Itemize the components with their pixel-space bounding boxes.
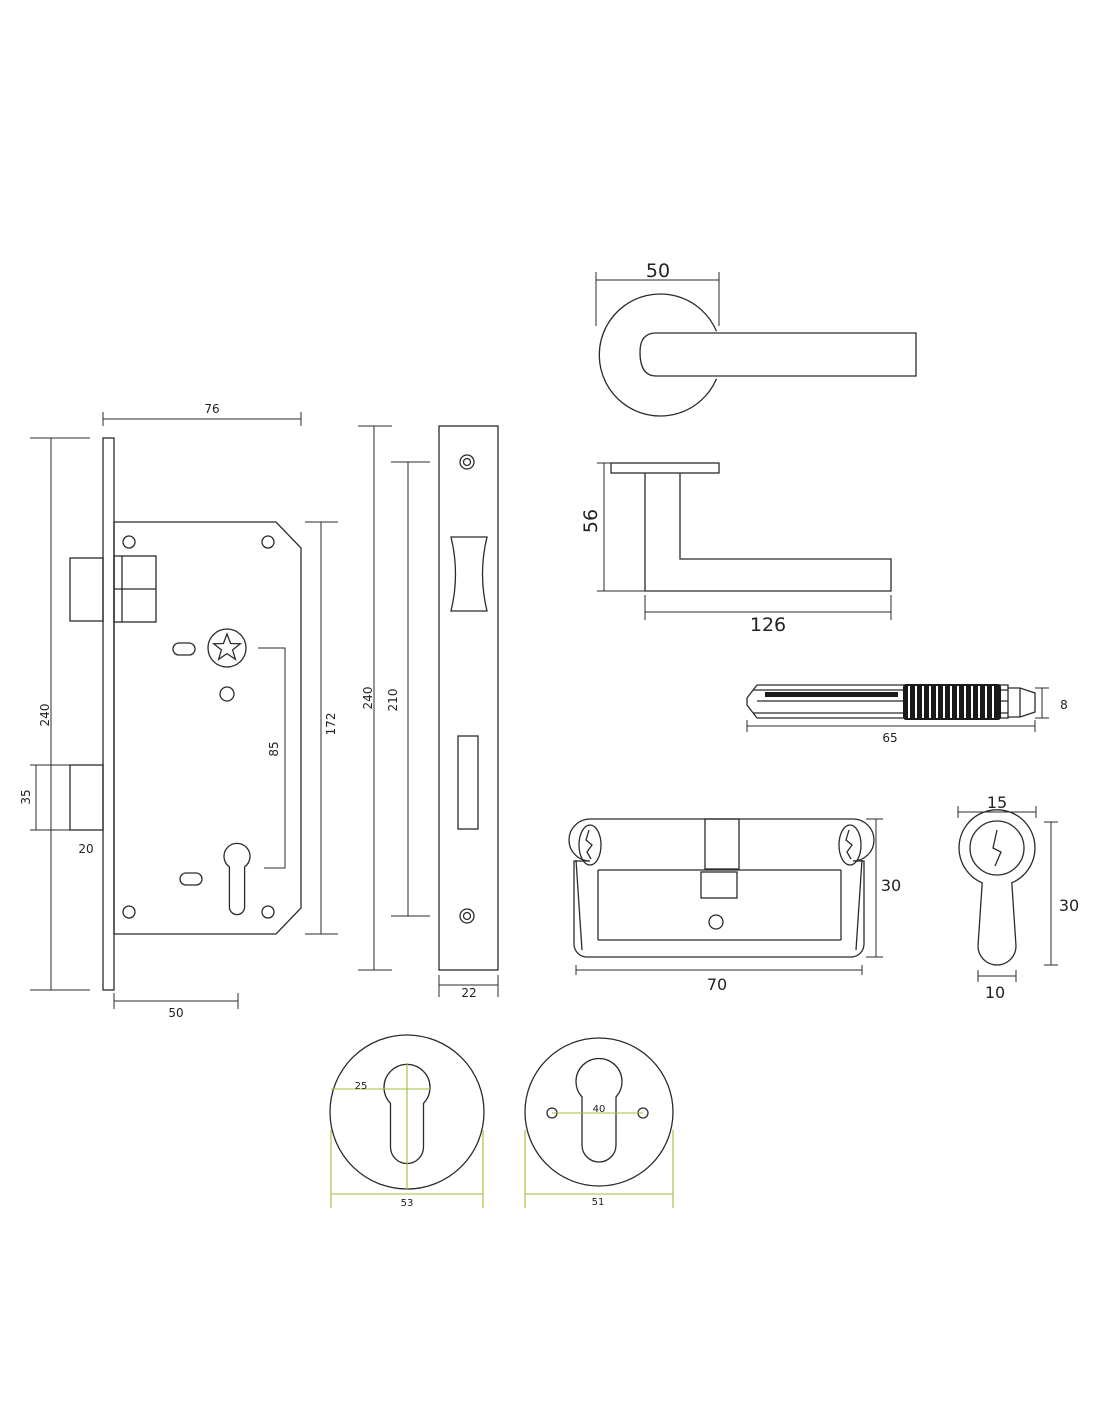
dim-label-15: 15 — [987, 793, 1007, 812]
lever-handle-side: 56 126 — [580, 462, 892, 636]
dim-label-30: 30 — [1059, 896, 1079, 915]
fixing-hole — [261, 535, 275, 549]
key-plug — [969, 820, 1025, 876]
mortise-lock-body — [69, 437, 302, 991]
small-hole — [219, 686, 235, 702]
key-icon — [992, 829, 1002, 867]
euro-cylinder: 70 30 — [568, 818, 901, 994]
dim-label-210: 210 — [386, 689, 400, 712]
dim-label-50: 50 — [168, 1006, 183, 1020]
escutcheon-a: 25 53 — [329, 1034, 485, 1209]
dim-label-10: 10 — [985, 983, 1005, 1002]
handle-lever — [639, 332, 917, 377]
latch-bolt — [69, 557, 104, 622]
faceplate-outline — [438, 425, 499, 971]
cam — [700, 871, 738, 899]
key-icon — [585, 829, 593, 860]
dim-label-30: 30 — [881, 876, 901, 895]
fixing-hole — [122, 905, 136, 919]
spindle-outline — [746, 684, 1009, 719]
slot-hole — [172, 642, 196, 656]
faceplate-dimensions: 240 210 22 — [358, 425, 499, 1000]
fixing-hole — [459, 454, 475, 470]
lever-handle-front: 50 — [595, 260, 917, 417]
keyhole-cutout — [575, 1057, 623, 1163]
cam-slot — [704, 818, 740, 870]
handle-rose — [598, 293, 718, 417]
cylinder-profile: 15 30 10 — [957, 793, 1079, 1002]
dim-label-56: 56 — [580, 509, 602, 533]
dim-label-25: 25 — [355, 1081, 368, 1092]
dim-label-85: 85 — [267, 741, 281, 756]
dim-label-76: 76 — [204, 402, 219, 416]
spindle-grip — [903, 684, 1001, 720]
dim-label-172: 172 — [324, 713, 338, 736]
latch-opening — [450, 536, 488, 612]
key-icon — [845, 829, 853, 860]
key-plug-left — [578, 824, 602, 866]
dim-label-240: 240 — [38, 704, 52, 727]
dead-bolt — [69, 764, 104, 831]
dim-label-22: 22 — [461, 986, 476, 1000]
fixing-screw-hole — [708, 914, 724, 930]
dim-label-70: 70 — [707, 975, 727, 994]
dim-label-53: 53 — [401, 1198, 414, 1209]
lock-forend — [102, 437, 115, 991]
fixing-hole — [261, 905, 275, 919]
spindle: 65 8 — [746, 684, 1068, 745]
follower-hub — [207, 628, 247, 668]
star-icon — [211, 632, 243, 661]
dim-label-51: 51 — [592, 1197, 605, 1208]
handle-rose-side — [610, 462, 720, 474]
fixing-hole — [122, 535, 136, 549]
fixing-hole — [459, 908, 475, 924]
escutcheon-b: 40 51 — [524, 1037, 674, 1208]
cylinder-body-outline — [568, 818, 875, 958]
handle-lever-side — [644, 473, 892, 592]
spindle-slot — [765, 692, 898, 697]
bolt-opening — [457, 735, 479, 830]
mortise-dimensions: 76 240 35 20 50 85 172 — [19, 402, 338, 1020]
spindle-end — [1008, 687, 1036, 718]
dim-label-8: 8 — [1060, 698, 1068, 712]
key-plug-right — [838, 824, 862, 866]
dim-label-35: 35 — [19, 789, 33, 804]
lock-case — [113, 521, 302, 935]
dim-label-126: 126 — [750, 614, 786, 636]
dim-label-50: 50 — [646, 260, 670, 282]
profile-outline — [958, 809, 1036, 966]
faceplate — [438, 425, 499, 971]
cylinder-cutout — [223, 842, 251, 916]
dim-label-65: 65 — [882, 731, 897, 745]
escutcheon-rose — [524, 1037, 674, 1187]
keyhole-cutout — [383, 1063, 431, 1165]
dim-label-40: 40 — [593, 1104, 606, 1115]
dim-label-20: 20 — [78, 842, 93, 856]
dim-label-240: 240 — [361, 687, 375, 710]
slot-hole — [179, 872, 203, 886]
